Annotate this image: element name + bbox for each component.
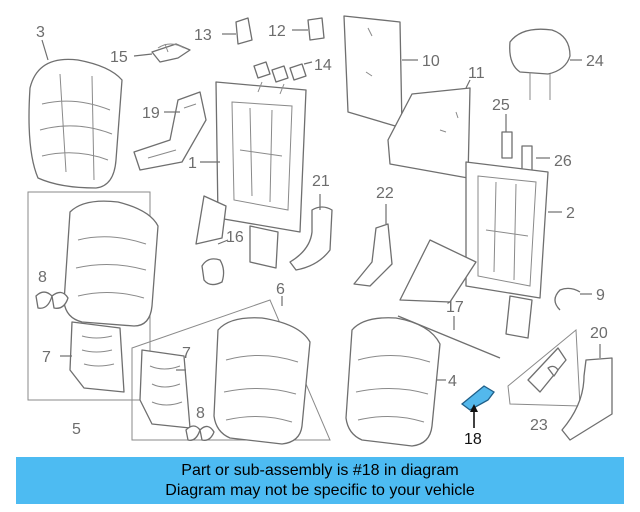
part-18-highlighted — [460, 385, 495, 428]
part-4-seat-cushion — [345, 317, 446, 447]
callout-10: 10 — [422, 53, 440, 70]
part-14-clips — [253, 61, 313, 83]
part-3-seat-back-pad — [28, 39, 123, 189]
callout-14: 14 — [314, 57, 332, 74]
part-13-block — [222, 17, 253, 45]
callout-5: 5 — [72, 421, 81, 438]
callout-24: 24 — [586, 53, 604, 70]
part-11-panel — [387, 79, 471, 179]
part-12-block — [292, 17, 325, 41]
callout-7b: 7 — [182, 345, 191, 362]
callout-6: 6 — [276, 281, 285, 298]
callout-7a: 7 — [42, 349, 51, 366]
part-22-cover — [353, 204, 393, 287]
callout-22: 22 — [376, 185, 394, 202]
part-23-group — [507, 328, 581, 407]
part-2-seat-frame — [399, 161, 562, 339]
part-6-group — [131, 296, 331, 445]
callout-20: 20 — [590, 325, 608, 342]
callout-16: 16 — [226, 229, 244, 246]
info-banner: Part or sub-assembly is #18 in diagram D… — [16, 457, 624, 504]
callout-3: 3 — [36, 24, 45, 41]
part-1-seat-frame — [195, 81, 307, 269]
callout-1: 1 — [188, 155, 197, 172]
callout-15: 15 — [110, 49, 128, 66]
part-19-bracket — [133, 91, 207, 171]
callout-9: 9 — [596, 287, 605, 304]
callout-8a: 8 — [38, 269, 47, 286]
callout-2: 2 — [566, 205, 575, 222]
part-24-headrest — [509, 28, 582, 100]
banner-line-2: Diagram may not be specific to your vehi… — [165, 482, 475, 499]
callout-21: 21 — [312, 173, 330, 190]
callout-8b: 8 — [196, 405, 205, 422]
callout-18: 18 — [464, 431, 482, 448]
part-15-clip — [133, 43, 191, 63]
callout-17: 17 — [446, 299, 464, 316]
part-26-guide — [521, 145, 550, 173]
callout-26: 26 — [554, 153, 572, 170]
callout-4: 4 — [448, 373, 457, 390]
part-21-cover — [289, 194, 333, 271]
part-16-knob — [201, 239, 229, 286]
callout-12: 12 — [268, 23, 286, 40]
part-9-wire — [554, 287, 592, 311]
part-5-group — [27, 191, 159, 401]
callout-19: 19 — [142, 105, 160, 122]
part-25-guide — [501, 114, 513, 159]
banner-line-1: Part or sub-assembly is #18 in diagram — [181, 462, 459, 479]
part-20-side-cover — [561, 344, 613, 441]
parts-diagram: 3 15 13 12 14 10 11 — [27, 15, 613, 448]
callout-23: 23 — [530, 417, 548, 434]
callout-25: 25 — [492, 97, 510, 114]
callout-13: 13 — [194, 27, 212, 44]
callout-11: 11 — [468, 65, 485, 82]
